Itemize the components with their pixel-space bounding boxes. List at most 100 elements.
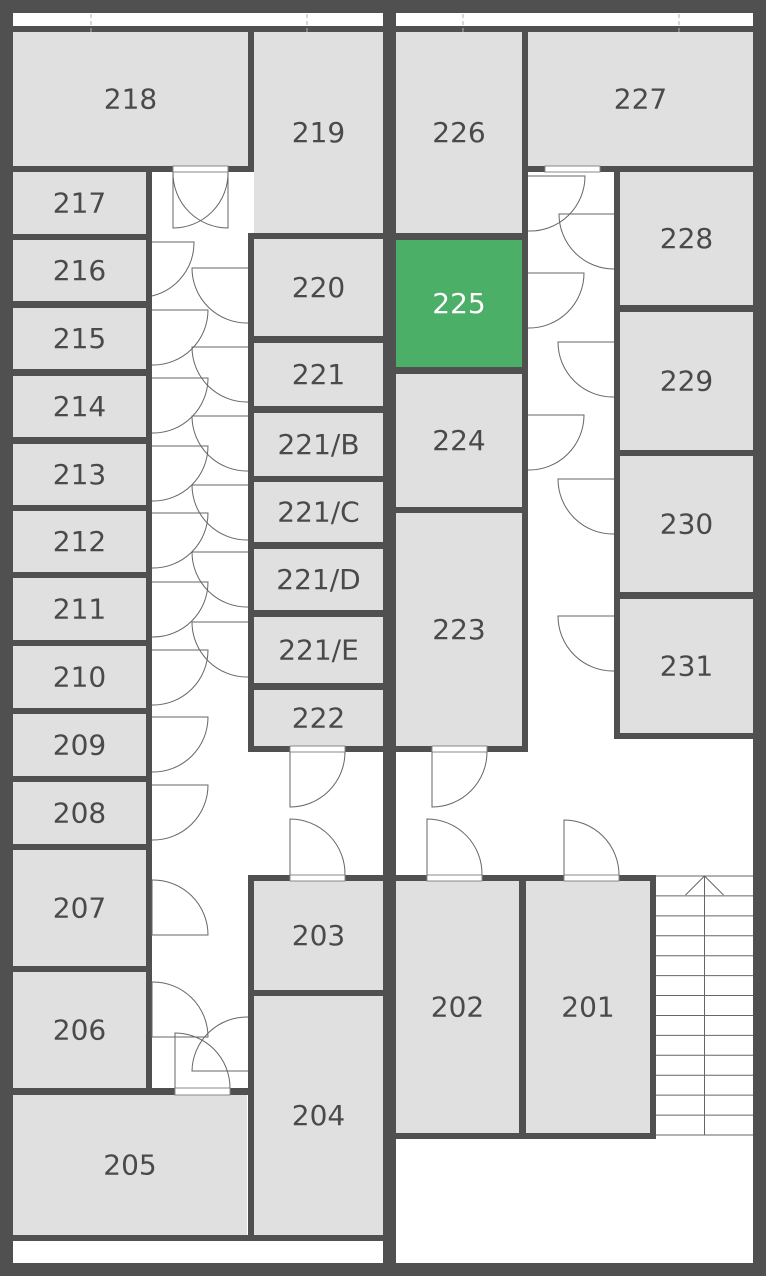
room-221-b[interactable]: 221/B <box>254 413 383 476</box>
room-label: 230 <box>660 508 713 541</box>
room-211[interactable]: 211 <box>13 578 146 640</box>
room-label: 210 <box>53 661 106 694</box>
room-shape[interactable] <box>620 456 753 592</box>
room-label: 231 <box>660 650 713 683</box>
room-shape[interactable] <box>254 239 383 336</box>
room-label: 225 <box>432 287 485 320</box>
room-shape[interactable] <box>254 343 383 406</box>
room-label: 205 <box>103 1149 156 1182</box>
room-222[interactable]: 222 <box>254 690 383 746</box>
room-shape[interactable] <box>254 413 383 476</box>
room-210[interactable]: 210 <box>13 646 146 708</box>
room-205[interactable]: 205 <box>13 1095 247 1235</box>
up-arrow-icon <box>685 875 724 896</box>
room-label: 218 <box>104 83 157 116</box>
room-label: 211 <box>53 593 106 626</box>
room-shape[interactable] <box>254 881 383 990</box>
room-label: 214 <box>53 390 106 423</box>
room-shape[interactable] <box>254 549 383 610</box>
room-shape[interactable] <box>254 690 383 746</box>
room-label: 221 <box>292 358 345 391</box>
room-shape[interactable] <box>396 240 522 367</box>
room-label: 222 <box>292 702 345 735</box>
room-202[interactable]: 202 <box>396 881 519 1133</box>
room-218[interactable]: 218 <box>13 32 248 166</box>
room-212[interactable]: 212 <box>13 511 146 572</box>
room-230[interactable]: 230 <box>620 456 753 592</box>
room-shape[interactable] <box>13 578 146 640</box>
room-221-c[interactable]: 221/C <box>254 482 383 542</box>
room-215[interactable]: 215 <box>13 308 146 369</box>
room-228[interactable]: 228 <box>620 172 753 305</box>
room-shape[interactable] <box>13 308 146 369</box>
room-shape[interactable] <box>13 782 146 844</box>
room-216[interactable]: 216 <box>13 240 146 301</box>
room-shape[interactable] <box>13 1095 247 1235</box>
room-label: 221/D <box>276 563 360 596</box>
room-shape[interactable] <box>396 513 522 746</box>
stairs-up[interactable] <box>656 875 753 1136</box>
room-shape[interactable] <box>396 374 522 507</box>
room-shape[interactable] <box>254 996 383 1235</box>
room-206[interactable]: 206 <box>13 972 146 1088</box>
room-227[interactable]: 227 <box>528 32 753 166</box>
room-shape[interactable] <box>13 850 146 966</box>
room-shape[interactable] <box>13 172 146 234</box>
room-213[interactable]: 213 <box>13 444 146 505</box>
room-label: 203 <box>292 919 345 952</box>
room-label: 202 <box>431 991 484 1024</box>
room-shape[interactable] <box>13 646 146 708</box>
room-label: 221/B <box>277 428 359 461</box>
room-208[interactable]: 208 <box>13 782 146 844</box>
room-204[interactable]: 204 <box>254 996 383 1235</box>
room-224[interactable]: 224 <box>396 374 522 507</box>
room-shape[interactable] <box>396 881 519 1133</box>
room-shape[interactable] <box>13 444 146 505</box>
room-label: 208 <box>53 797 106 830</box>
room-label: 213 <box>53 458 106 491</box>
room-shape[interactable] <box>254 32 383 233</box>
room-shape[interactable] <box>620 599 753 733</box>
room-209[interactable]: 209 <box>13 714 146 776</box>
room-label: 226 <box>432 116 485 149</box>
room-231[interactable]: 231 <box>620 599 753 733</box>
room-220[interactable]: 220 <box>254 239 383 336</box>
room-217[interactable]: 217 <box>13 172 146 234</box>
room-label: 204 <box>292 1099 345 1132</box>
room-label: 224 <box>432 424 485 457</box>
room-label: 215 <box>53 322 106 355</box>
room-221-e[interactable]: 221/E <box>254 617 383 683</box>
room-226[interactable]: 226 <box>396 32 522 233</box>
room-shape[interactable] <box>254 617 383 683</box>
room-225[interactable]: 225 <box>396 240 522 367</box>
internal-walls <box>13 26 753 1241</box>
room-shape[interactable] <box>620 312 753 450</box>
room-shape[interactable] <box>526 881 650 1133</box>
room-shape[interactable] <box>13 32 248 166</box>
room-label: 207 <box>53 892 106 925</box>
room-207[interactable]: 207 <box>13 850 146 966</box>
room-label: 227 <box>614 83 667 116</box>
room-219[interactable]: 219 <box>254 32 383 233</box>
room-shape[interactable] <box>13 240 146 301</box>
room-203[interactable]: 203 <box>254 881 383 990</box>
room-221[interactable]: 221 <box>254 343 383 406</box>
room-shape[interactable] <box>13 714 146 776</box>
doors <box>151 165 620 1096</box>
room-shape[interactable] <box>13 511 146 572</box>
room-label: 209 <box>53 729 106 762</box>
room-shape[interactable] <box>13 376 146 437</box>
room-shape[interactable] <box>13 972 146 1088</box>
room-214[interactable]: 214 <box>13 376 146 437</box>
room-221-d[interactable]: 221/D <box>254 549 383 610</box>
room-shape[interactable] <box>620 172 753 305</box>
room-shape[interactable] <box>396 32 522 233</box>
room-223[interactable]: 223 <box>396 513 522 746</box>
room-229[interactable]: 229 <box>620 312 753 450</box>
room-shape[interactable] <box>254 482 383 542</box>
room-shape[interactable] <box>528 32 753 166</box>
room-201[interactable]: 201 <box>526 881 650 1133</box>
